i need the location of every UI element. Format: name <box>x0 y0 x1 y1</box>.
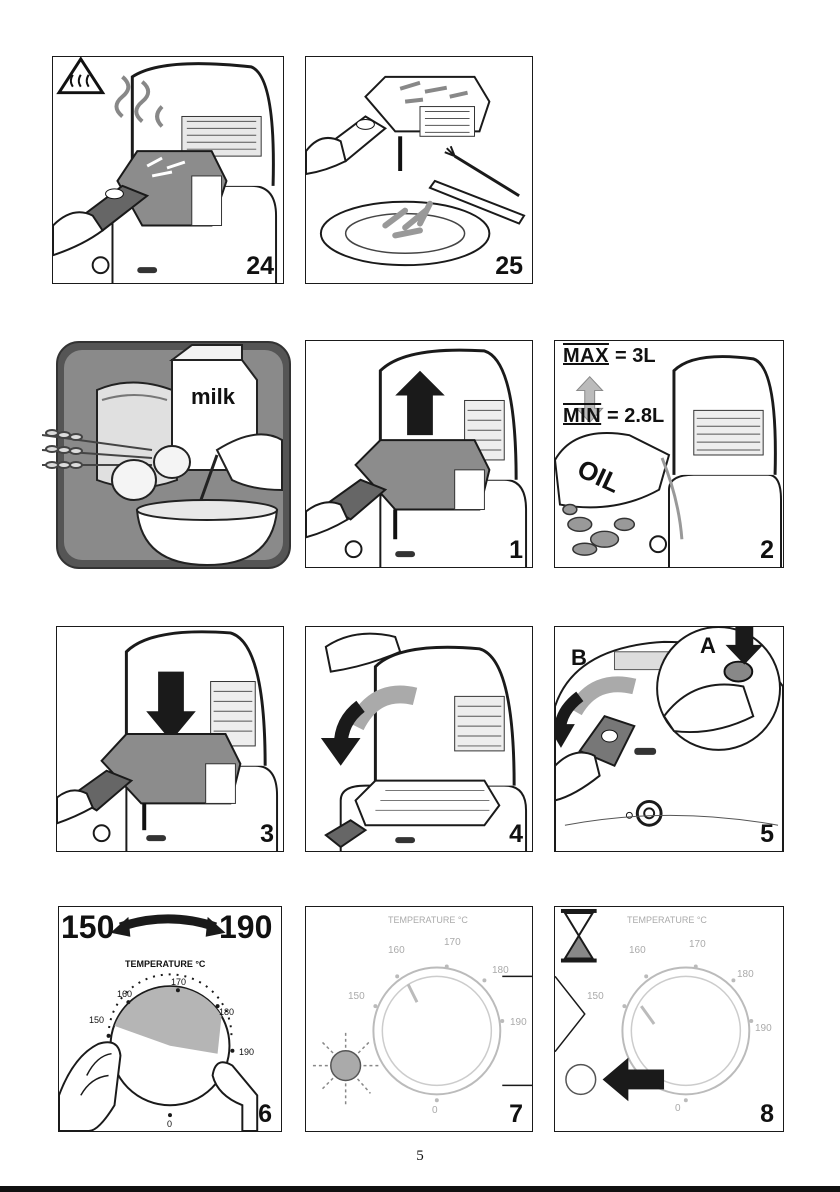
dial-tick-label: 180 <box>737 969 754 980</box>
dial-tick-label: 150 <box>587 991 604 1002</box>
fryer-hot-basket-illustration <box>53 57 283 283</box>
step-25-panel: 25 <box>305 56 533 284</box>
dial-tick-label: 150 <box>348 991 365 1002</box>
dial-tick-label: 180 <box>492 965 509 976</box>
step-5-panel: A B 5 <box>554 626 784 852</box>
step-number: 24 <box>246 254 274 279</box>
dial-tick-label: 160 <box>117 989 132 999</box>
range-high-label: 190 <box>219 909 272 946</box>
step-4-panel: 4 <box>305 626 533 852</box>
milk-label: milk <box>191 384 235 410</box>
step-3-panel: 3 <box>56 626 284 852</box>
min-label: MIN <box>563 405 601 428</box>
step-8-panel: TEMPERATURE °C 150 160 170 180 190 0 8 <box>554 906 784 1132</box>
max-value: = 3L <box>615 345 656 368</box>
dial-tick-label: 170 <box>444 937 461 948</box>
step-1-panel: 1 <box>305 340 533 568</box>
step-number: 2 <box>760 538 774 563</box>
close-lid-illustration <box>306 627 532 851</box>
step-number: 3 <box>260 822 274 847</box>
dial-tick-label: 190 <box>510 1017 527 1028</box>
step-number: 1 <box>509 538 523 563</box>
step-24-panel: 24 <box>52 56 284 284</box>
step-number: 5 <box>760 822 774 847</box>
step-2-panel: MAX = 3L MIN = 2.8L OIL 2 <box>554 340 784 568</box>
step-number: 7 <box>509 1102 523 1127</box>
dial-tick-label: 170 <box>689 939 706 950</box>
lift-basket-illustration <box>306 341 532 567</box>
label-a: A <box>700 633 716 659</box>
lock-lid-illustration <box>555 627 783 851</box>
dial-tick-label: 0 <box>675 1103 681 1114</box>
page-number: 5 <box>0 1148 840 1165</box>
dial-title: TEMPERATURE °C <box>388 915 468 925</box>
step-number: 6 <box>258 1102 272 1127</box>
step-number: 8 <box>760 1102 774 1127</box>
step-number: 25 <box>495 254 523 279</box>
lower-basket-illustration <box>57 627 283 851</box>
dial-tick-label: 150 <box>89 1015 104 1025</box>
step-6-panel: 150 190 TEMPERATURE °C 150 160 170 180 1… <box>58 906 282 1132</box>
dial-tick-label: 0 <box>432 1105 438 1116</box>
dial-tick-label: 190 <box>755 1023 772 1034</box>
hourglass-icon <box>561 909 597 963</box>
step-number: 4 <box>509 822 523 847</box>
hot-surface-warning-icon <box>59 59 103 93</box>
dial-tick-label: 180 <box>219 1007 234 1017</box>
dial-tick-label: 160 <box>388 945 405 956</box>
max-label: MAX <box>563 345 609 368</box>
label-b: B <box>571 645 587 671</box>
batter-ingredients-illustration <box>42 340 292 570</box>
step-7-panel: TEMPERATURE °C 150 160 170 180 190 0 7 <box>305 906 533 1132</box>
dial-tick-label: 170 <box>171 977 186 987</box>
indicator-light-on-illustration <box>306 907 532 1131</box>
serve-fries-illustration <box>306 57 532 283</box>
indicator-light-off-illustration <box>555 907 783 1131</box>
bottom-rule <box>0 1186 840 1192</box>
dial-title: TEMPERATURE °C <box>125 959 205 969</box>
range-low-label: 150 <box>61 909 114 946</box>
dial-tick-label: 190 <box>239 1047 254 1057</box>
dial-tick-label: 0 <box>167 1119 172 1129</box>
dial-title: TEMPERATURE °C <box>627 915 707 925</box>
range-double-arrow-icon <box>111 917 226 937</box>
food-ingredients-panel: milk <box>42 340 292 570</box>
dial-tick-label: 160 <box>629 945 646 956</box>
min-value: = 2.8L <box>607 405 664 428</box>
